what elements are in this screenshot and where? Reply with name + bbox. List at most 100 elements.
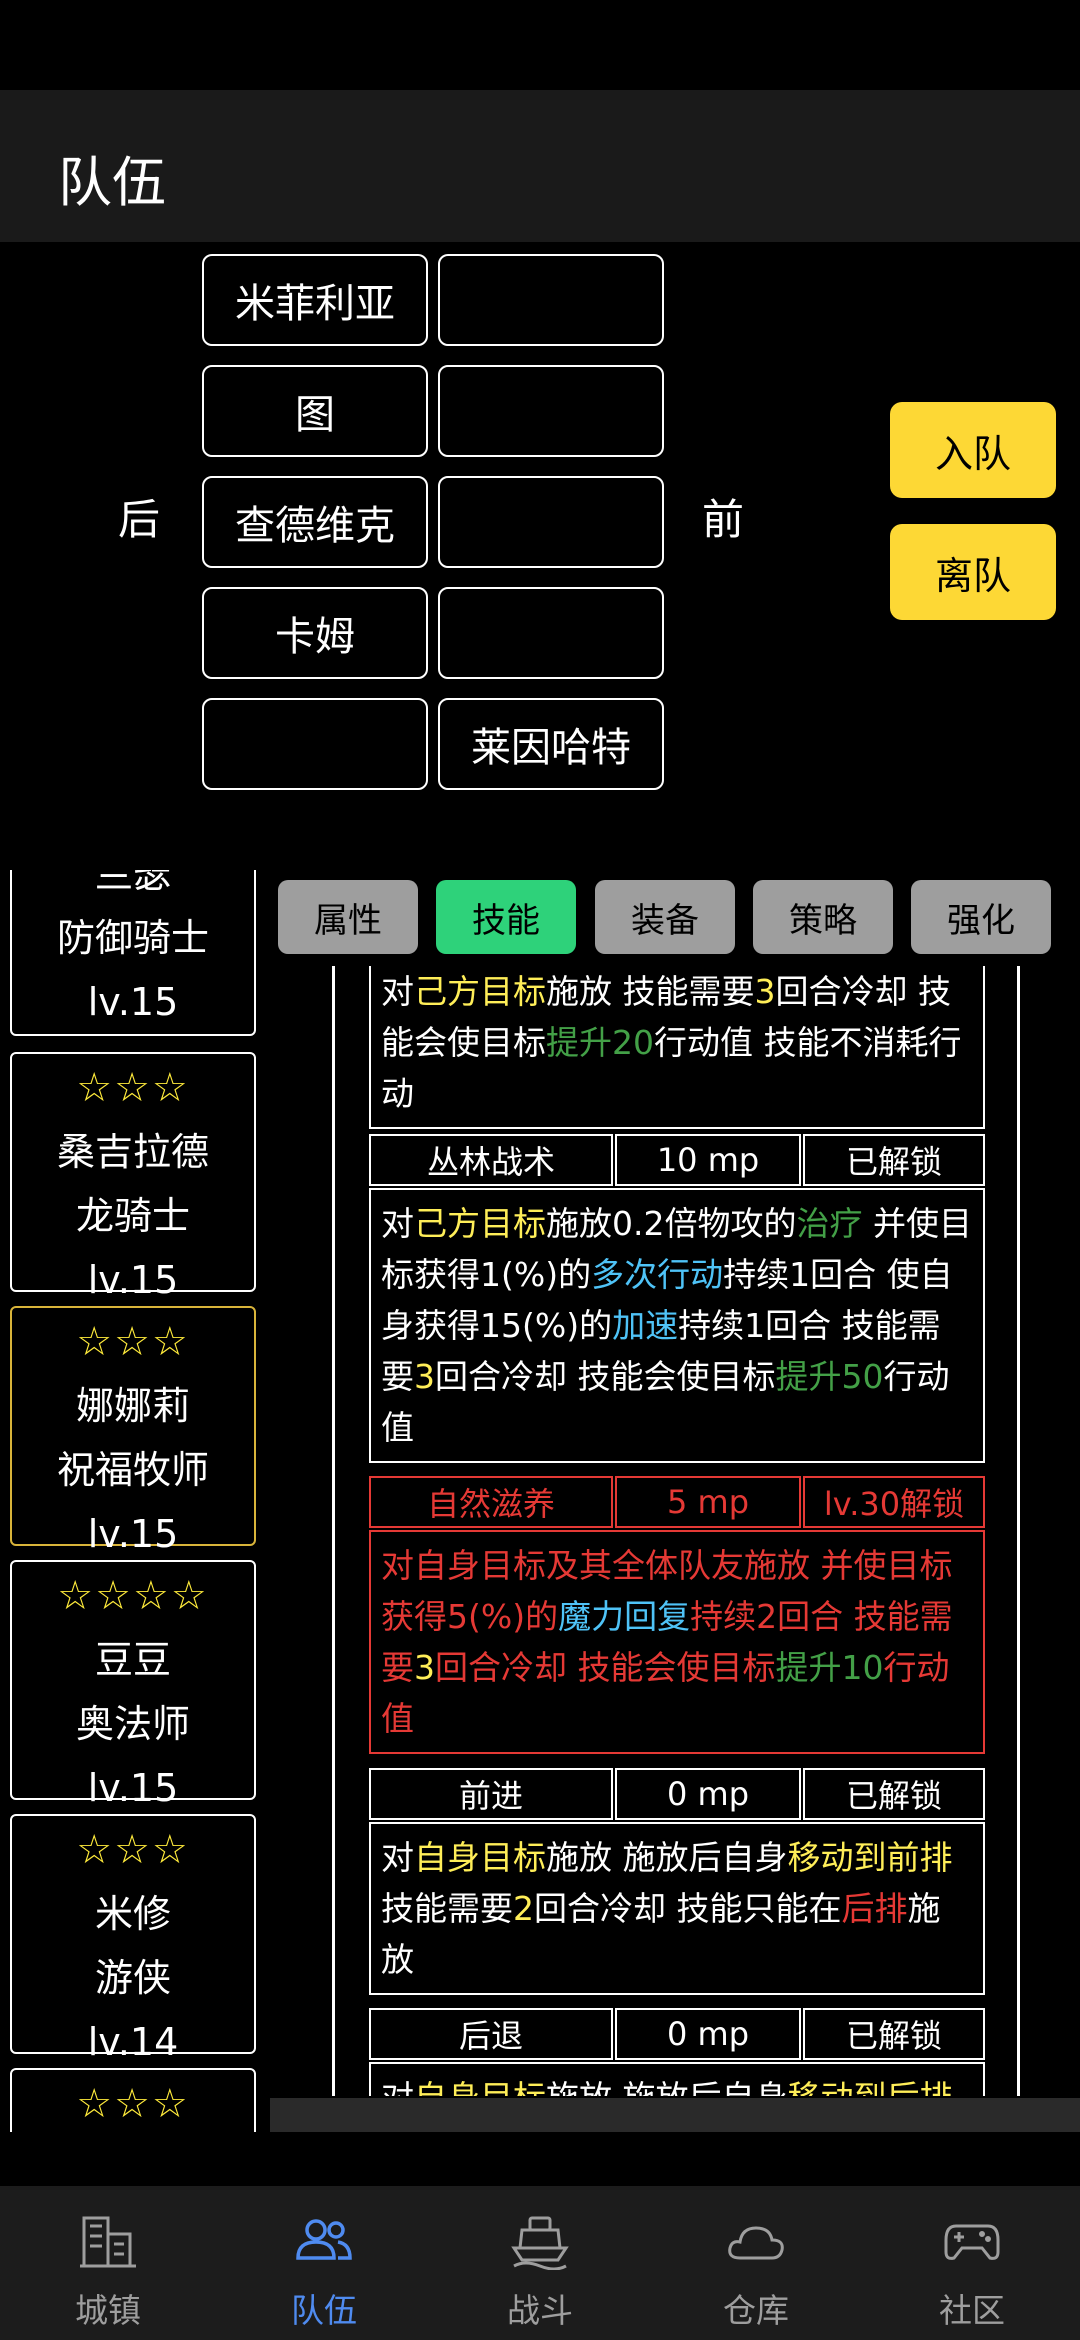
app-header: 队伍 xyxy=(0,90,1080,242)
front-slot-2[interactable] xyxy=(438,365,664,457)
character-card[interactable]: ☆☆☆☆ 豆豆 奥法师 lv.15 xyxy=(10,1560,256,1810)
character-card[interactable]: 兰瑟 防御骑士 lv.15 xyxy=(10,870,256,1036)
tab-strategy[interactable]: 策略 xyxy=(753,880,893,954)
front-slot-1[interactable] xyxy=(438,254,664,346)
nav-label: 社区 xyxy=(939,2291,1005,2330)
character-name: 兰瑟 xyxy=(94,870,171,896)
skill-item-locked: 自然滋养 5 mp lv.30解锁 对自身目标及其全体队友施放 并使目标获得5(… xyxy=(369,1476,985,1754)
skill-desc-segment: 施放 技能需要 xyxy=(546,972,755,1011)
formation-grid: 后 前 米菲利亚 图 查德维克 卡姆 莱因哈特 入队 离队 xyxy=(0,250,1080,800)
skill-description: 对己方目标施放 技能需要3回合冷却 技能会使目标提升20行动值 技能不消耗行动 xyxy=(369,966,985,1129)
star-rating: ☆☆☆☆ xyxy=(57,1573,209,1619)
skill-status: lv.30解锁 xyxy=(803,1476,985,1528)
nav-warehouse[interactable]: 仓库 xyxy=(648,2186,864,2340)
character-level: lv.15 xyxy=(87,1258,179,1302)
front-slot-4[interactable] xyxy=(438,587,664,679)
character-class: 防御骑士 xyxy=(56,916,209,960)
nav-battle[interactable]: 战斗 xyxy=(432,2186,648,2340)
skill-mp-cost: 10 mp xyxy=(615,1134,801,1186)
front-row-label: 前 xyxy=(702,495,745,544)
skill-desc-segment: 施放 施放后自身 xyxy=(546,1838,788,1877)
character-card[interactable]: ☆☆☆ xyxy=(10,2068,256,2132)
skill-desc-segment: 施放 xyxy=(381,1889,941,1979)
leave-team-button[interactable]: 离队 xyxy=(890,524,1056,620)
character-name: 桑吉拉德 xyxy=(56,1130,209,1174)
skill-desc-segment: 对 xyxy=(381,1838,414,1877)
back-slot-4[interactable]: 卡姆 xyxy=(202,587,428,679)
skill-name: 后退 xyxy=(369,2008,613,2060)
nav-team[interactable]: 队伍 xyxy=(216,2186,432,2340)
back-slot-2[interactable]: 图 xyxy=(202,365,428,457)
tab-attributes[interactable]: 属性 xyxy=(278,880,418,954)
character-class: 奥法师 xyxy=(75,1702,190,1746)
star-rating: ☆☆☆ xyxy=(76,1827,190,1873)
community-icon xyxy=(944,2224,1000,2260)
skill-desc-segment: 持续2回合 技能需要 xyxy=(381,1597,953,1687)
skill-header: 前进 0 mp 已解锁 xyxy=(369,1768,985,1820)
skill-desc-segment: 自身目标 xyxy=(414,2078,546,2096)
character-class: 龙骑士 xyxy=(75,1194,190,1238)
skill-item: 丛林战术 10 mp 已解锁 对己方目标施放0.2倍物攻的治疗 并使目标获得1(… xyxy=(369,1134,985,1463)
character-name: 娜娜莉 xyxy=(75,1384,190,1428)
skill-desc-segment: 提升20 xyxy=(546,1023,654,1062)
skill-header: 丛林战术 10 mp 已解锁 xyxy=(369,1134,985,1186)
skill-desc-segment: 持续1回合 技能需要 xyxy=(381,1306,941,1396)
nav-town[interactable]: 城镇 xyxy=(0,2186,216,2340)
tab-skills[interactable]: 技能 xyxy=(436,880,576,954)
join-team-button[interactable]: 入队 xyxy=(890,402,1056,498)
character-name: 米修 xyxy=(94,1892,171,1936)
skill-desc-segment: 多次行动 xyxy=(591,1255,724,1294)
skill-desc-segment: 自身目标 xyxy=(414,1838,546,1877)
front-slot-3[interactable] xyxy=(438,476,664,568)
skill-desc-segment: 行动值 xyxy=(381,1648,950,1738)
skill-desc-segment: 施放 施放后自身 xyxy=(546,2078,788,2096)
skill-desc-segment: 治疗 xyxy=(796,1204,863,1243)
front-slot-5[interactable]: 莱因哈特 xyxy=(438,698,664,790)
skill-desc-segment: 施放0.2倍物攻的 xyxy=(546,1204,797,1243)
skill-desc-segment: 对 xyxy=(381,972,414,1011)
skill-desc-segment: 回合冷却 技能只能在 xyxy=(534,1889,842,1928)
skill-name: 自然滋养 xyxy=(369,1476,613,1528)
skill-desc-segment: 回合冷却 技能会使目标 xyxy=(435,1648,776,1687)
star-rating: ☆☆☆ xyxy=(76,1319,190,1365)
skill-mp-cost: 5 mp xyxy=(615,1476,801,1528)
skill-desc-segment: 提升50 xyxy=(775,1357,884,1396)
skill-description: 对己方目标施放0.2倍物攻的治疗 并使目标获得1(%)的多次行动持续1回合 使自… xyxy=(369,1188,985,1463)
star-rating: ☆☆☆ xyxy=(76,1065,190,1111)
character-card[interactable]: ☆☆☆ 桑吉拉德 龙骑士 lv.15 xyxy=(10,1052,256,1302)
page-title: 队伍 xyxy=(58,151,166,214)
detail-tabs: 属性 技能 装备 策略 强化 xyxy=(278,880,1058,956)
skill-desc-segment: 3 xyxy=(414,1648,435,1687)
skill-desc-segment: 对 xyxy=(381,2078,414,2096)
skill-item: 前进 0 mp 已解锁 对自身目标施放 施放后自身移动到前排 技能需要2回合冷却… xyxy=(369,1768,985,1995)
skill-desc-segment: 回合冷却 技能会使目标 xyxy=(435,1357,776,1396)
skill-desc-segment: 3 xyxy=(414,1357,435,1396)
skill-desc-segment: 技能需要 xyxy=(381,1889,513,1928)
nav-label: 战斗 xyxy=(507,2291,573,2330)
back-slot-3[interactable]: 查德维克 xyxy=(202,476,428,568)
back-slot-5[interactable] xyxy=(202,698,428,790)
tab-equipment[interactable]: 装备 xyxy=(595,880,735,954)
character-card[interactable]: ☆☆☆ 米修 游侠 lv.14 xyxy=(10,1814,256,2064)
skill-desc-segment: 己方目标 xyxy=(414,1204,546,1243)
skill-header: 后退 0 mp 已解锁 xyxy=(369,2008,985,2060)
tab-enhance[interactable]: 强化 xyxy=(911,880,1051,954)
character-card-selected[interactable]: ☆☆☆ 娜娜莉 祝福牧师 lv.15 xyxy=(10,1306,256,1556)
skill-desc-segment: 回合冷却 技能会使目标 xyxy=(381,972,951,1062)
skill-description: 对自身目标施放 施放后自身移动到前排 技能需要2回合冷却 技能只能在后排施放 xyxy=(369,1822,985,1995)
horizontal-scrollbar[interactable] xyxy=(270,2098,1080,2132)
skill-status: 已解锁 xyxy=(803,1134,985,1186)
nav-community[interactable]: 社区 xyxy=(864,2186,1080,2340)
skill-desc-segment: 行动值 xyxy=(381,1357,950,1447)
skill-desc-segment: 后排 xyxy=(841,1889,908,1928)
character-list[interactable]: 兰瑟 防御骑士 lv.15 ☆☆☆ 桑吉拉德 龙骑士 lv.15 ☆☆☆ 娜娜莉… xyxy=(0,870,270,2132)
skill-name: 丛林战术 xyxy=(369,1134,613,1186)
skills-list[interactable]: 对己方目标施放 技能需要3回合冷却 技能会使目标提升20行动值 技能不消耗行动 … xyxy=(332,966,1020,2096)
warehouse-icon xyxy=(728,2226,784,2260)
skill-desc-segment: 并使目标获得1(%)的 xyxy=(381,1204,972,1294)
back-slot-1[interactable]: 米菲利亚 xyxy=(202,254,428,346)
skill-desc-segment: 行动值 技能不消耗行动 xyxy=(381,1023,962,1113)
bottom-navigation: 城镇 队伍 战斗 仓库 xyxy=(0,2186,1080,2340)
skill-desc-segment: 3 xyxy=(754,972,776,1011)
skill-mp-cost: 0 mp xyxy=(615,2008,801,2060)
